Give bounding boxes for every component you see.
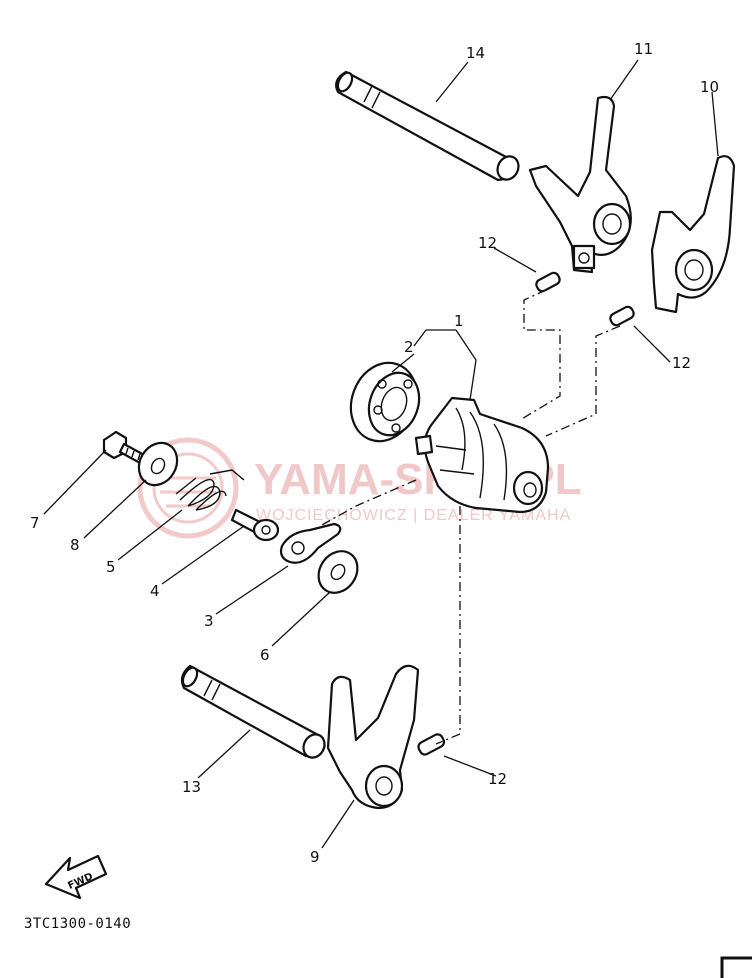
part-2-bearing [349, 361, 421, 443]
part-1-shift-drum [414, 396, 550, 514]
part-12-pin-upper [535, 271, 561, 293]
part-3-stopper-lever [279, 522, 342, 564]
callout-1: 1 [454, 312, 464, 330]
callout-12-right: 12 [672, 354, 691, 372]
part-5-spring [175, 469, 245, 511]
drawing-code: 3TC1300-0140 [24, 916, 131, 932]
callout-5: 5 [106, 558, 116, 576]
part-11-shift-fork [528, 95, 632, 274]
callout-12-lower: 12 [488, 770, 507, 788]
part-13-shift-fork-shaft [180, 664, 326, 759]
callout-labels: 14 11 10 12 12 1 2 7 8 5 4 3 6 12 13 9 [30, 40, 719, 866]
callout-14: 14 [466, 44, 485, 62]
frame-corner-mark [720, 956, 752, 978]
part-10-shift-fork [650, 155, 736, 314]
part-6-washer [317, 550, 359, 594]
part-8-washer [137, 441, 179, 487]
callout-11: 11 [634, 40, 653, 58]
part-9-shift-fork [326, 664, 420, 810]
assembly-lines [319, 289, 621, 745]
callout-7: 7 [30, 514, 40, 532]
callout-6: 6 [260, 646, 270, 664]
part-4-stopper-pin [230, 508, 280, 542]
callout-10: 10 [700, 78, 719, 96]
callout-13: 13 [182, 778, 201, 796]
callout-2: 2 [404, 338, 414, 356]
fwd-arrow-icon: FWD [44, 854, 108, 900]
callout-3: 3 [204, 612, 214, 630]
callout-9: 9 [310, 848, 320, 866]
part-14-shift-fork-shaft [335, 70, 520, 182]
leader-lines [43, 59, 719, 849]
callout-4: 4 [150, 582, 160, 600]
callout-12-upper: 12 [478, 234, 497, 252]
part-12-pin-lower [417, 733, 446, 756]
part-12-pin-right [609, 305, 635, 327]
watermark-tagline: WOJCIECHOWICZ | DEALER YAMAHA [256, 507, 571, 524]
callout-8: 8 [70, 536, 80, 554]
